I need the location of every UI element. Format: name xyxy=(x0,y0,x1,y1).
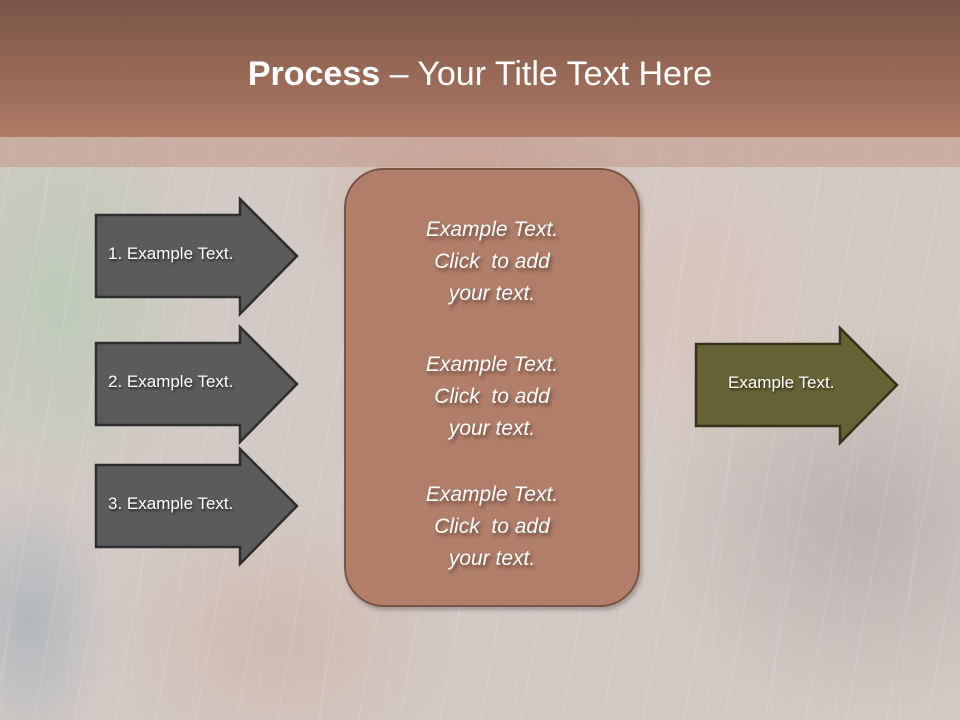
block-2-line-3: your text. xyxy=(448,417,536,440)
text-block-2[interactable]: Example Text. Click to add your text. xyxy=(346,349,638,445)
block-1-line-2: Click to add xyxy=(434,250,550,273)
block-1-line-1: Example Text. xyxy=(425,218,559,241)
block-2-line-1: Example Text. xyxy=(425,353,559,376)
block-3-line-1: Example Text. xyxy=(425,483,559,506)
block-2-line-2: Click to add xyxy=(434,385,550,408)
result-arrow[interactable]: Example Text. xyxy=(694,324,899,447)
right-arrow-shape-icon xyxy=(94,195,299,318)
arrow-3-label: 3. Example Text. xyxy=(108,494,234,513)
process-arrow-2[interactable]: 2. Example Text. xyxy=(94,323,299,446)
block-1-line-3: your text. xyxy=(448,282,536,305)
process-arrow-1[interactable]: 1. Example Text. xyxy=(94,195,299,318)
process-arrow-3[interactable]: 3. Example Text. xyxy=(94,445,299,568)
slide-title[interactable]: Process – Your Title Text Here xyxy=(0,50,960,98)
title-bold-part: Process xyxy=(247,55,381,93)
block-3-line-3: your text. xyxy=(448,547,536,570)
result-arrow-label: Example Text. xyxy=(728,373,835,392)
title-bar xyxy=(0,0,960,137)
block-3-line-2: Click to add xyxy=(434,515,550,538)
right-arrow-shape-icon xyxy=(694,324,899,447)
text-block-1[interactable]: Example Text. Click to add your text. xyxy=(346,214,638,310)
center-text-box[interactable]: Example Text. Click to add your text. Ex… xyxy=(344,168,640,607)
text-block-3[interactable]: Example Text. Click to add your text. xyxy=(346,479,638,575)
arrow-2-label: 2. Example Text. xyxy=(108,372,234,391)
arrow-1-label: 1. Example Text. xyxy=(108,244,234,263)
title-rest: – Your Title Text Here xyxy=(380,55,713,93)
right-arrow-shape-icon xyxy=(94,323,299,446)
title-sub-band xyxy=(0,137,960,167)
right-arrow-shape-icon xyxy=(94,445,299,568)
